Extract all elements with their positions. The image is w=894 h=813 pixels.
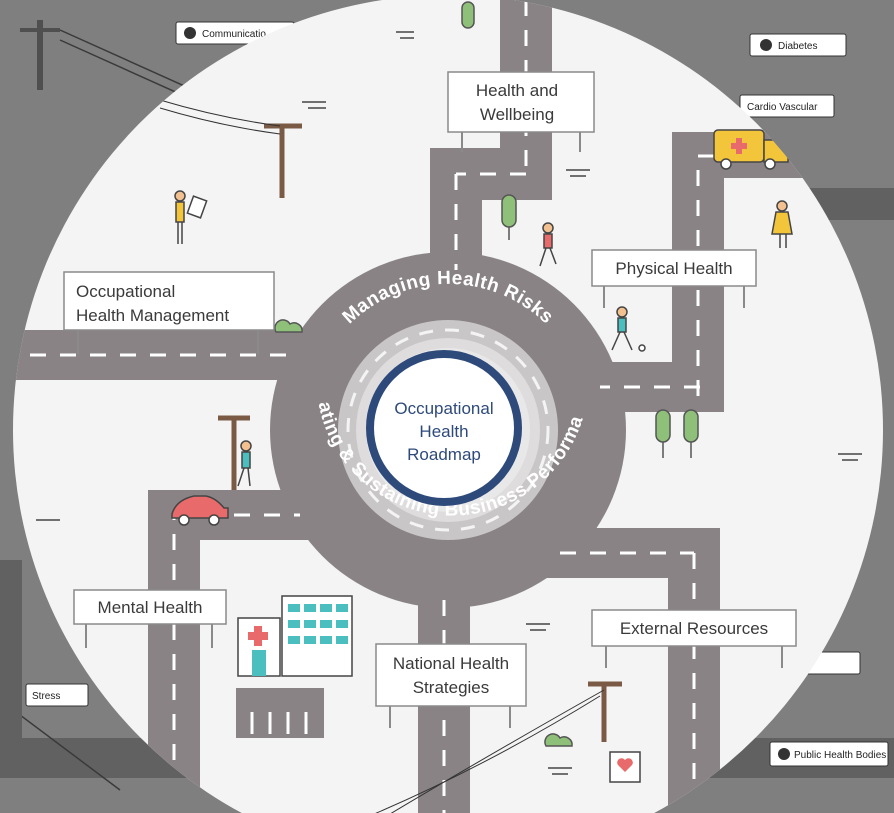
- sign-mental-health[interactable]: Mental Health: [73, 589, 227, 648]
- sign-physical-health-label: Physical Health: [615, 259, 732, 278]
- trees: [461, 1, 699, 458]
- person-woman-icon: [771, 200, 793, 248]
- sign-occupational-line-1: Occupational: [76, 282, 175, 301]
- bg-label-diabetes: Diabetes: [749, 33, 847, 57]
- power-lines: [159, 99, 605, 813]
- svg-text:Diabetes: Diabetes: [778, 41, 817, 52]
- sign-national-line-2: Strategies: [413, 678, 490, 697]
- sign-occupational-health-management[interactable]: Occupational Health Management: [63, 271, 275, 354]
- sign-national-health-strategies[interactable]: National Health Strategies: [375, 643, 527, 728]
- center-line-3: Roadmap: [407, 445, 481, 464]
- bg-label-public-health: Public Health Bodies: [769, 741, 889, 767]
- person-climber-icon: [237, 440, 252, 487]
- center-line-1: Occupational: [394, 399, 493, 418]
- svg-text:Communicatio: Communicatio: [202, 29, 266, 40]
- heart-sign-icon: [609, 751, 641, 783]
- sign-health-wellbeing-line-1: Health and: [476, 81, 558, 100]
- ambulance-icon: [713, 129, 789, 170]
- decorative-dashes: [36, 31, 862, 775]
- sign-occupational-line-2: Health Management: [76, 306, 229, 325]
- sign-health-wellbeing[interactable]: Health and Wellbeing: [447, 71, 595, 152]
- sign-national-line-1: National Health: [393, 654, 509, 673]
- person-runner-icon: [539, 222, 557, 267]
- center-line-2: Health: [419, 422, 468, 441]
- hospital-icon: [236, 595, 353, 738]
- sign-health-wellbeing-line-2: Wellbeing: [480, 105, 554, 124]
- utility-poles: [218, 123, 622, 742]
- red-car-icon: [171, 495, 229, 526]
- center-badge[interactable]: Occupational Health Roadmap: [366, 350, 522, 506]
- person-walker-icon: [611, 306, 646, 352]
- svg-text:Stress: Stress: [32, 691, 60, 702]
- svg-text:Cardio Vascular: Cardio Vascular: [747, 102, 818, 113]
- sign-external-resources[interactable]: External Resources: [591, 609, 797, 668]
- person-reading-icon: [174, 190, 208, 244]
- sign-physical-health[interactable]: Physical Health: [591, 249, 757, 308]
- bg-label-cardio: Cardio Vascular: [739, 94, 835, 118]
- sign-external-resources-label: External Resources: [620, 619, 768, 638]
- svg-text:Public Health Bodies: Public Health Bodies: [794, 750, 886, 761]
- person-figures: [174, 190, 793, 487]
- sign-mental-health-label: Mental Health: [98, 598, 203, 617]
- bg-label-stress: Stress: [25, 683, 89, 707]
